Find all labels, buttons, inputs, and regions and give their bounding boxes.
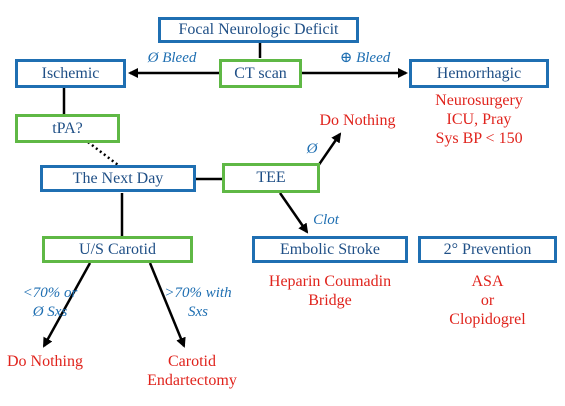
endarterectomy-outcome: Carotid Endartectomy bbox=[142, 352, 242, 390]
focal-neurologic-deficit-label: Focal Neurologic Deficit bbox=[178, 21, 339, 38]
ct-scan-label: CT scan bbox=[234, 64, 287, 82]
endarterectomy-outcome-line1: Carotid bbox=[168, 353, 216, 370]
gt70-edge-label-line2: Sxs bbox=[188, 304, 208, 320]
arrow-carotid-to-endarterectomy bbox=[148, 262, 186, 348]
next-day-label: The Next Day bbox=[72, 169, 164, 187]
us-carotid-box: U/S Carotid bbox=[42, 236, 193, 263]
next-day-box: The Next Day bbox=[40, 165, 196, 192]
tee-label: TEE bbox=[256, 169, 286, 186]
arrow-carotid-to-do-nothing bbox=[42, 262, 92, 348]
tpa-label: tPA? bbox=[52, 119, 83, 137]
arrow-tee-to-do-nothing bbox=[316, 132, 342, 167]
secondary-prevention-box: 2° Prevention bbox=[418, 236, 557, 263]
no-bleed-edge-label: Ø Bleed bbox=[147, 50, 197, 66]
hemorrhagic-outcome-line2: ICU, Pray bbox=[446, 111, 512, 128]
focal-neurologic-deficit-box: Focal Neurologic Deficit bbox=[158, 17, 359, 43]
hemorrhagic-box: Hemorrhagic bbox=[409, 59, 549, 88]
prevention-outcome: ASA or Clopidogrel bbox=[418, 272, 557, 329]
tee-box: TEE bbox=[222, 163, 320, 193]
clot-edge-label: Clot bbox=[313, 212, 339, 228]
hemorrhagic-outcome: Neurosurgery ICU, Pray Sys BP < 150 bbox=[409, 91, 549, 148]
prevention-outcome-line2: or bbox=[480, 292, 495, 309]
ischemic-box: Ischemic bbox=[15, 59, 126, 88]
gt70-edge-label-line1: >70% with bbox=[164, 285, 232, 301]
hemorrhagic-outcome-line1: Neurosurgery bbox=[435, 92, 523, 109]
embolic-stroke-box: Embolic Stroke bbox=[252, 236, 408, 263]
arrow-tee-to-embolic bbox=[278, 192, 309, 234]
us-carotid-label: U/S Carotid bbox=[79, 240, 156, 258]
prevention-outcome-line1: ASA bbox=[471, 273, 504, 290]
null-result-edge-label: Ø bbox=[306, 141, 318, 157]
hemorrhagic-outcome-line3: Sys BP < 150 bbox=[435, 130, 523, 147]
carotid-do-nothing-outcome: Do Nothing bbox=[7, 353, 83, 370]
ischemic-label: Ischemic bbox=[41, 64, 100, 82]
lt70-edge-label-line1: <70% or bbox=[22, 285, 78, 301]
endarterectomy-outcome-line2: Endartectomy bbox=[147, 372, 237, 389]
tpa-box: tPA? bbox=[15, 114, 120, 143]
ct-scan-box: CT scan bbox=[219, 59, 302, 88]
hemorrhagic-label: Hemorrhagic bbox=[436, 64, 522, 82]
embolic-stroke-label: Embolic Stroke bbox=[280, 240, 380, 258]
lt70-edge-label-line2: Ø Sxs bbox=[32, 304, 68, 320]
tee-do-nothing-outcome: Do Nothing bbox=[319, 112, 396, 129]
embolic-outcome-line2: Bridge bbox=[308, 292, 352, 309]
dotted-tpa-to-nextday bbox=[87, 141, 119, 166]
embolic-outcome: Heparin Coumadin Bridge bbox=[252, 272, 408, 310]
secondary-prevention-label: 2° Prevention bbox=[443, 240, 532, 258]
embolic-outcome-line1: Heparin Coumadin bbox=[268, 273, 392, 290]
prevention-outcome-line3: Clopidogrel bbox=[449, 311, 526, 328]
bleed-edge-label: ⊕ Bleed bbox=[339, 50, 391, 66]
